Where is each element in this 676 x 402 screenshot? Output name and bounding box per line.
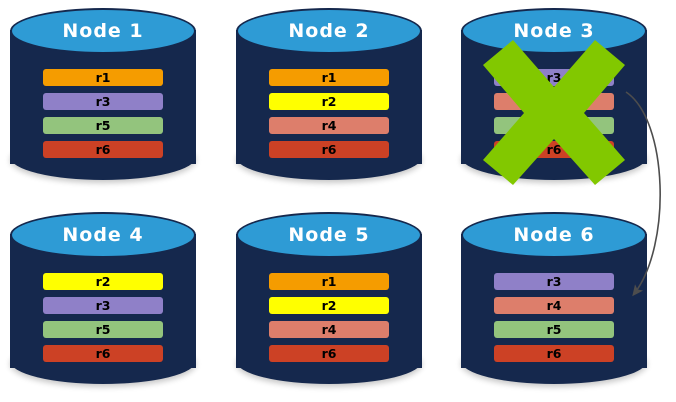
- record-label: r5: [95, 322, 111, 337]
- node-label: Node 4: [62, 224, 144, 246]
- node-label: Node 2: [288, 20, 370, 42]
- record-label: r4: [321, 118, 337, 133]
- record-bar[interactable]: r6: [269, 345, 389, 362]
- node-label: Node 5: [288, 224, 370, 246]
- record-bar[interactable]: r3: [43, 93, 163, 110]
- record-bar[interactable]: r2: [269, 297, 389, 314]
- record-bar[interactable]: r5: [43, 117, 163, 134]
- record-label: r2: [321, 298, 337, 313]
- cylinder-top-ellipse: [10, 212, 196, 258]
- record-label: r6: [546, 346, 562, 361]
- record-bar[interactable]: r1: [269, 69, 389, 86]
- record-bar[interactable]: r3: [494, 69, 614, 86]
- record-bar[interactable]: r5: [494, 321, 614, 338]
- record-bar[interactable]: r4: [269, 117, 389, 134]
- node-cylinder-6[interactable]: Node 6 r3 r4 r5 r6: [461, 212, 647, 390]
- node-label: Node 6: [513, 224, 595, 246]
- record-bar[interactable]: r3: [494, 273, 614, 290]
- record-bar[interactable]: r3: [43, 297, 163, 314]
- record-label: r6: [95, 346, 111, 361]
- cylinder-top-ellipse: [236, 8, 422, 54]
- record-label: r4: [546, 94, 562, 109]
- record-label: r3: [546, 274, 562, 289]
- node-label: Node 1: [62, 20, 144, 42]
- record-label: r3: [546, 70, 562, 85]
- record-label: r1: [95, 70, 111, 85]
- record-bar[interactable]: r1: [43, 69, 163, 86]
- record-bar[interactable]: r4: [494, 297, 614, 314]
- node-cylinder-5[interactable]: Node 5 r1 r2 r4 r6: [236, 212, 422, 390]
- record-label: r4: [546, 298, 562, 313]
- record-bar[interactable]: r2: [269, 93, 389, 110]
- record-label: r2: [95, 274, 111, 289]
- record-bar[interactable]: r1: [269, 273, 389, 290]
- record-label: r2: [321, 94, 337, 109]
- record-bar[interactable]: r6: [43, 141, 163, 158]
- cylinder-top-ellipse: [10, 8, 196, 54]
- record-label: r1: [321, 70, 337, 85]
- record-label: r5: [546, 322, 562, 337]
- record-label: r4: [321, 322, 337, 337]
- record-label: r6: [321, 142, 337, 157]
- node-cylinder-4[interactable]: Node 4 r2 r3 r5 r6: [10, 212, 196, 390]
- record-bar-list: r3 r4 r5 r6: [494, 69, 614, 158]
- record-bar-list: r1 r2 r4 r6: [269, 273, 389, 362]
- record-bar[interactable]: r6: [269, 141, 389, 158]
- record-label: r5: [95, 118, 111, 133]
- cylinder-top-ellipse: [236, 212, 422, 258]
- record-label: r5: [546, 118, 562, 133]
- node-label: Node 3: [513, 20, 595, 42]
- record-bar[interactable]: r6: [494, 345, 614, 362]
- record-bar[interactable]: r6: [494, 141, 614, 158]
- record-bar[interactable]: r4: [269, 321, 389, 338]
- record-label: r3: [95, 298, 111, 313]
- record-bar-list: r2 r3 r5 r6: [43, 273, 163, 362]
- record-bar[interactable]: r2: [43, 273, 163, 290]
- node-cylinder-1[interactable]: Node 1 r1 r3 r5 r6: [10, 8, 196, 186]
- record-bar[interactable]: r4: [494, 93, 614, 110]
- record-label: r3: [95, 94, 111, 109]
- record-bar[interactable]: r6: [43, 345, 163, 362]
- record-label: r6: [95, 142, 111, 157]
- node-cylinder-3[interactable]: Node 3 r3 r4 r5 r6: [461, 8, 647, 186]
- record-label: r1: [321, 274, 337, 289]
- record-bar-list: r1 r3 r5 r6: [43, 69, 163, 158]
- record-bar-list: r1 r2 r4 r6: [269, 69, 389, 158]
- record-bar[interactable]: r5: [43, 321, 163, 338]
- node-cylinder-2[interactable]: Node 2 r1 r2 r4 r6: [236, 8, 422, 186]
- record-label: r6: [546, 142, 562, 157]
- record-label: r6: [321, 346, 337, 361]
- record-bar[interactable]: r5: [494, 117, 614, 134]
- record-bar-list: r3 r4 r5 r6: [494, 273, 614, 362]
